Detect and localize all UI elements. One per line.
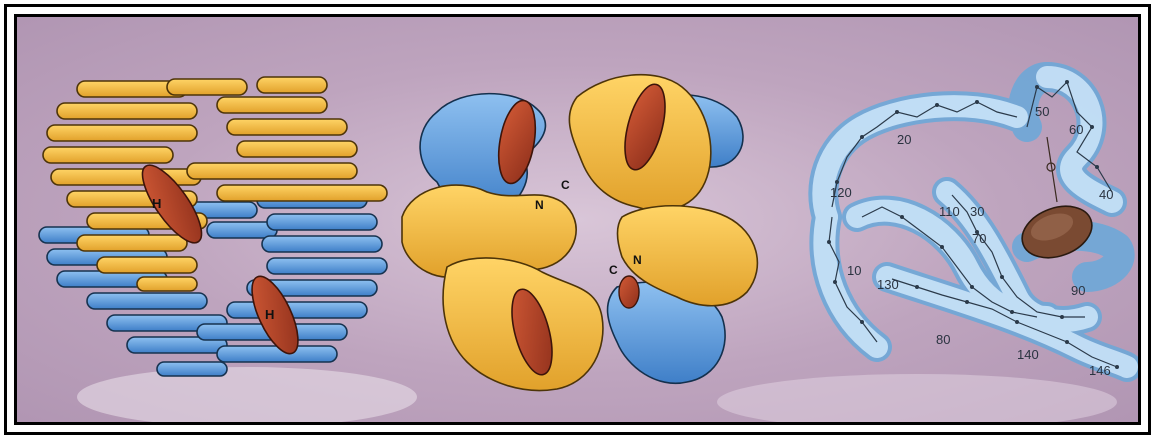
residue-label: 60 [1069,122,1083,137]
residue-label: 90 [1071,283,1085,298]
residue-label: 146 [1089,363,1111,378]
heme-label: H [152,196,161,211]
n-terminus-label: N [535,198,544,212]
protein-structure-illustration: H H N C C N [17,17,1138,422]
residue-label: 30 [970,204,984,219]
n-terminus-label: N [633,253,642,267]
figure-panel: H H N C C N [14,14,1141,425]
residue-label: 40 [1099,187,1113,202]
residue-label: 20 [897,132,911,147]
c-terminus-label: C [561,178,570,192]
residue-label: 80 [936,332,950,347]
residue-label: 70 [972,231,986,246]
residue-label: 10 [847,263,861,278]
residue-label: 110 [939,204,960,219]
c-terminus-label: C [609,263,618,277]
residue-label: 50 [1035,104,1049,119]
residue-label: 130 [877,277,899,292]
residue-label: 140 [1017,347,1039,362]
heme-label: H [265,307,274,322]
residue-label: 120 [830,185,852,200]
